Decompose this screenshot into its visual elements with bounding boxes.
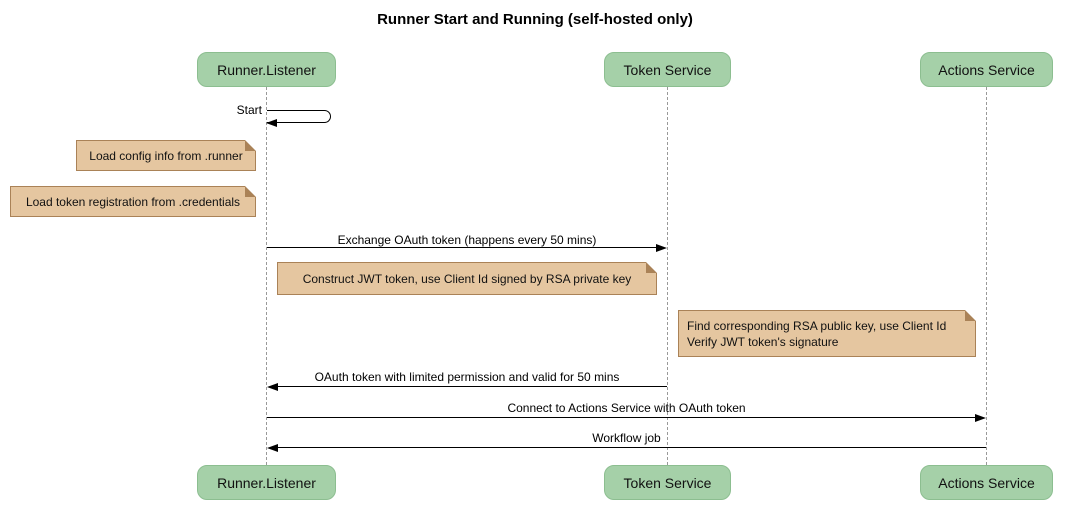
- lifeline-token-service: [667, 87, 668, 465]
- participant-label: Token Service: [623, 61, 712, 78]
- arrowhead-left-icon: [267, 382, 278, 391]
- message-connect-line: [267, 417, 975, 418]
- participant-label: Runner.Listener: [217, 61, 316, 78]
- participant-label: Actions Service: [938, 61, 1035, 78]
- arrowhead-left-icon: [266, 119, 277, 127]
- arrowhead-right-icon: [975, 413, 986, 422]
- participant-runner-listener-top: Runner.Listener: [197, 52, 336, 87]
- note-construct-jwt: Construct JWT token, use Client Id signe…: [277, 262, 657, 295]
- message-workflow-line: [278, 447, 986, 448]
- note-text: Construct JWT token, use Client Id signe…: [302, 271, 632, 286]
- lifeline-actions-service: [986, 87, 987, 465]
- participant-token-service-bottom: Token Service: [604, 465, 731, 500]
- message-exchange-label: Exchange OAuth token (happens every 50 m…: [337, 233, 597, 247]
- participant-actions-service-bottom: Actions Service: [920, 465, 1053, 500]
- participant-runner-listener-bottom: Runner.Listener: [197, 465, 336, 500]
- lifeline-runner-listener: [266, 87, 267, 465]
- participant-token-service-top: Token Service: [604, 52, 731, 87]
- participant-label: Token Service: [623, 474, 712, 491]
- note-verify-jwt: Find corresponding RSA public key, use C…: [678, 310, 976, 357]
- message-exchange-line: [267, 247, 657, 248]
- note-text: Load token registration from .credential…: [25, 194, 241, 209]
- self-call-arrow: [267, 110, 331, 123]
- message-start-label: Start: [236, 103, 262, 117]
- arrowhead-left-icon: [267, 443, 278, 452]
- note-load-token-registration: Load token registration from .credential…: [10, 186, 256, 217]
- diagram-title: Runner Start and Running (self-hosted on…: [377, 11, 693, 28]
- note-text-line1: Find corresponding RSA public key, use C…: [687, 318, 947, 333]
- participant-actions-service-top: Actions Service: [920, 52, 1053, 87]
- note-load-config: Load config info from .runner: [76, 140, 256, 171]
- message-workflow-label: Workflow job: [592, 431, 661, 445]
- message-oauth-return-line: [278, 386, 667, 387]
- note-text: Load config info from .runner: [89, 148, 243, 163]
- arrowhead-right-icon: [656, 243, 667, 252]
- note-text-line2: Verify JWT token's signature: [687, 334, 839, 349]
- participant-label: Actions Service: [938, 474, 1035, 491]
- message-oauth-return-label: OAuth token with limited permission and …: [314, 370, 620, 384]
- participant-label: Runner.Listener: [217, 474, 316, 491]
- message-connect-label: Connect to Actions Service with OAuth to…: [507, 401, 746, 415]
